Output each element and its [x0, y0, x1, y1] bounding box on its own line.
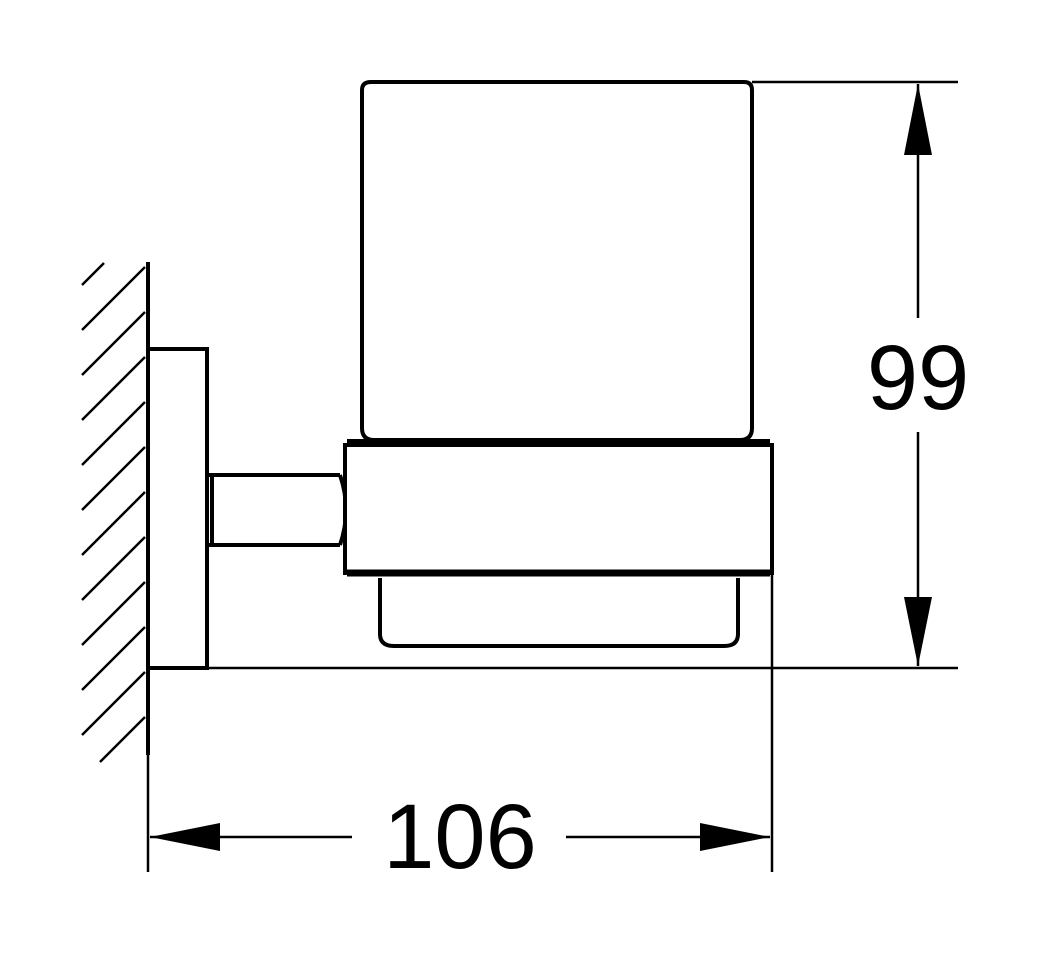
- height-dimension-label: 99: [867, 327, 969, 429]
- wall: [81, 262, 150, 763]
- width-arrow-right: [700, 823, 770, 851]
- height-arrow-up: [904, 84, 932, 155]
- holder-arm: [207, 473, 348, 547]
- glass-bottom: [378, 578, 740, 648]
- width-dimension: [146, 575, 774, 872]
- wall-hatching: [81, 262, 146, 763]
- height-dimension: [207, 80, 958, 670]
- wall-mount-plate: [146, 347, 209, 670]
- height-arrow-down: [904, 597, 932, 666]
- width-arrow-left: [150, 823, 220, 851]
- width-dimension-label: 106: [383, 786, 537, 888]
- holder-ring: [343, 439, 774, 577]
- glass-tumbler: [360, 80, 754, 442]
